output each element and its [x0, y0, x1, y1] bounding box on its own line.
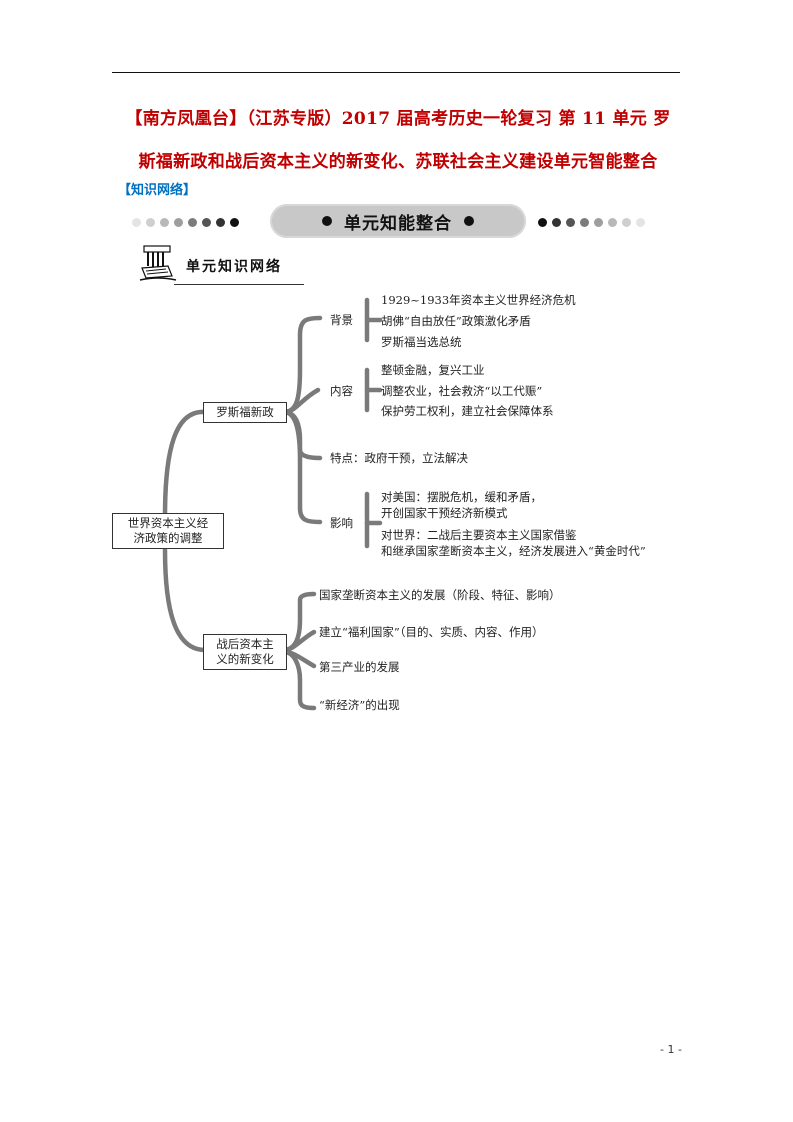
sub-header: 单元知识网络: [138, 240, 308, 290]
connector-to-background: [281, 315, 323, 415]
sub-header-rule: [174, 284, 304, 285]
sub-header-title: 单元知识网络: [186, 259, 282, 275]
node-background: 背景: [330, 313, 353, 327]
banner-bullet-icon: [322, 216, 332, 226]
branch-roosevelt-new-deal: 罗斯福新政: [203, 402, 287, 423]
banner-title: 单元知能整合: [344, 213, 452, 234]
banner-dot-icon: [608, 217, 617, 227]
branch-postwar-changes: 战后资本主 义的新变化: [203, 634, 287, 670]
banner-dot-icon: [188, 217, 197, 227]
document-title-line-2: 斯福新政和战后资本主义的新变化、苏联社会主义建设单元智能整合: [138, 152, 658, 172]
document-title-line-1: 【南方凤凰台】（江苏专版）2017 届高考历史一轮复习 第 11 单元 罗: [125, 109, 671, 129]
root-line-2: 济政策的调整: [133, 531, 203, 545]
banner-dot-icon: [132, 217, 141, 227]
section-label: 【知识网络】: [118, 183, 197, 198]
banner-dot-icon: [622, 217, 631, 227]
banner-dot-icon: [636, 217, 645, 227]
page-number: - 1 -: [660, 1043, 682, 1056]
banner-dot-icon: [594, 217, 603, 227]
root-line-1: 世界资本主义经: [127, 516, 209, 530]
book-stack-icon: [139, 245, 177, 281]
impact-item: 和继承国家垄断资本主义，经济发展进入“黄金时代”: [381, 544, 646, 558]
postwar-item: 国家垄断资本主义的发展（阶段、特征、影响）: [319, 588, 561, 602]
content-item: 调整农业，社会救济“以工代赈”: [381, 384, 543, 398]
banner-dot-icon: [160, 217, 169, 227]
connector-to-impact: [281, 409, 323, 525]
postwar-line-2: 义的新变化: [216, 652, 274, 666]
background-item: 罗斯福当选总统: [381, 335, 462, 349]
node-impact: 影响: [330, 516, 353, 530]
banner-dot-icon: [566, 217, 575, 227]
banner-dot-icon: [230, 217, 239, 227]
connector-postwar-4: [281, 649, 317, 711]
connector-root-to-postwar: [162, 547, 208, 653]
node-feature: 特点：政府干预，立法解决: [330, 451, 468, 465]
banner-dot-icon: [202, 217, 211, 227]
banner-dot-icon: [552, 217, 561, 227]
banner-dot-icon: [580, 217, 589, 227]
banner-dots-left: [132, 215, 239, 229]
banner-pill: 单元知能整合: [270, 204, 526, 238]
impact-item: 对美国：摆脱危机，缓和矛盾，: [381, 490, 542, 504]
banner-dot-icon: [174, 217, 183, 227]
content-item: 保护劳工权利，建立社会保障体系: [381, 404, 554, 418]
banner-dot-icon: [538, 217, 547, 227]
header-rule: [112, 72, 680, 73]
banner-dot-icon: [146, 217, 155, 227]
banner-dots-right: [538, 215, 645, 229]
postwar-item: 建立“福利国家”（目的、实质、内容、作用）: [319, 625, 544, 639]
postwar-line-1: 战后资本主: [216, 637, 274, 651]
postwar-item: 第三产业的发展: [319, 660, 400, 674]
banner-bullet-icon: [464, 216, 474, 226]
impact-item: 对世界：二战后主要资本主义国家借鉴: [381, 528, 577, 542]
background-item: 1929~1933年资本主义世界经济危机: [381, 293, 576, 307]
section-banner: 单元知能整合: [120, 204, 690, 240]
content-item: 整顿金融，复兴工业: [381, 363, 485, 377]
node-content: 内容: [330, 384, 353, 398]
postwar-item: “新经济”的出现: [319, 698, 400, 712]
mindmap-root: 世界资本主义经 济政策的调整: [112, 513, 224, 549]
banner-dot-icon: [216, 217, 225, 227]
connector-root-to-rosevelt: [162, 409, 208, 519]
background-item: 胡佛“自由放任”政策激化矛盾: [381, 314, 531, 328]
impact-item: 开创国家干预经济新模式: [381, 506, 508, 520]
